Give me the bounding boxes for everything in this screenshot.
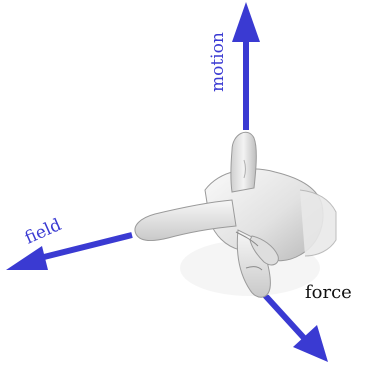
field-label: field	[22, 215, 65, 249]
force-label: force	[305, 282, 352, 303]
right-hand-rule-hand	[134, 131, 337, 298]
force-arrow	[259, 289, 328, 362]
field-arrow	[6, 232, 133, 270]
motion-arrow	[232, 2, 260, 130]
motion-label: motion	[208, 32, 228, 92]
